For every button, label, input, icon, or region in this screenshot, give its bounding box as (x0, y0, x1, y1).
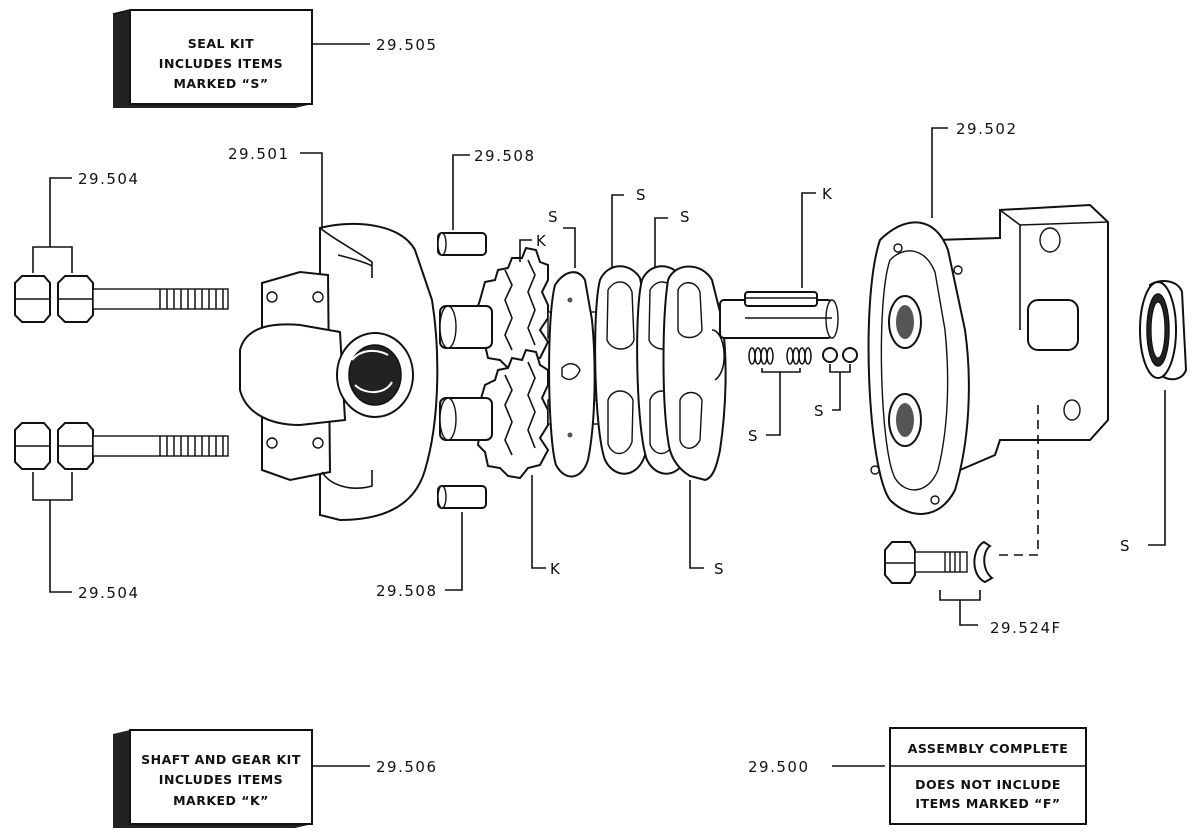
shaft-gear-kit-line-2: INCLUDES ITEMS (159, 772, 283, 787)
front-cover (239, 223, 439, 522)
bearing (1139, 279, 1188, 381)
seal-kit-line-3: MARKED “S” (173, 76, 268, 91)
marker-k-shaft: K (822, 185, 833, 203)
seal-kit-box: SEAL KIT INCLUDES ITEMS MARKED “S” (112, 9, 313, 108)
gear-bottom (473, 348, 550, 480)
shaft-gear-kit-box: SHAFT AND GEAR KIT INCLUDES ITEMS MARKED… (113, 729, 313, 828)
assembly-box: ASSEMBLY COMPLETE DOES NOT INCLUDE ITEMS… (889, 727, 1087, 825)
part-number-bolt-top: 29.504 (78, 170, 140, 188)
seal-kit-line-2: INCLUDES ITEMS (159, 56, 283, 71)
marker-s-balls: S (814, 402, 825, 420)
part-number-shaft-gear-kit: 29.506 (376, 758, 438, 776)
springs (748, 347, 812, 365)
rear-housing (867, 203, 1109, 515)
dowel-top (437, 232, 487, 256)
part-number-seal-kit: 29.505 (376, 36, 438, 54)
cap-screw (884, 541, 968, 584)
assembly-line-1: ASSEMBLY COMPLETE (908, 741, 1069, 756)
dowel-bottom (437, 485, 487, 509)
assembly-line-2: DOES NOT INCLUDE (915, 777, 1061, 792)
thin-plate (548, 271, 596, 478)
marker-k-gear-bottom: K (550, 560, 561, 578)
part-number-dowel-top: 29.508 (474, 147, 536, 165)
wear-plate (662, 265, 727, 482)
check-balls (822, 347, 858, 363)
lock-washer (973, 540, 994, 584)
marker-s-wear-plate: S (714, 560, 725, 578)
part-number-rear-housing: 29.502 (956, 120, 1018, 138)
drive-shaft (719, 291, 839, 339)
shaft-stub-bottom (439, 397, 493, 441)
marker-s-plate: S (548, 208, 559, 226)
shaft-gear-kit-line-3: MARKED “K” (173, 793, 269, 808)
shaft-stub-top (439, 305, 493, 349)
marker-s-seal-1: S (636, 186, 647, 204)
part-number-assembly: 29.500 (748, 758, 810, 776)
part-number-dowel-bottom: 29.508 (376, 582, 438, 600)
seal-kit-line-1: SEAL KIT (188, 36, 254, 51)
assembly-line-3: ITEMS MARKED “F” (915, 796, 1060, 811)
part-number-screw-washer: 29.524F (990, 619, 1062, 637)
part-number-front-cover: 29.501 (228, 145, 290, 163)
marker-s-seal-2: S (680, 208, 691, 226)
shaft-gear-kit-line-1: SHAFT AND GEAR KIT (141, 752, 301, 767)
bolt-bottom (14, 422, 229, 470)
marker-s-springs: S (748, 427, 759, 445)
bolt-top (14, 275, 229, 323)
marker-s-bearing: S (1120, 537, 1131, 555)
marker-k-gear-top: K (536, 232, 547, 250)
part-number-bolt-bottom: 29.504 (78, 584, 140, 602)
